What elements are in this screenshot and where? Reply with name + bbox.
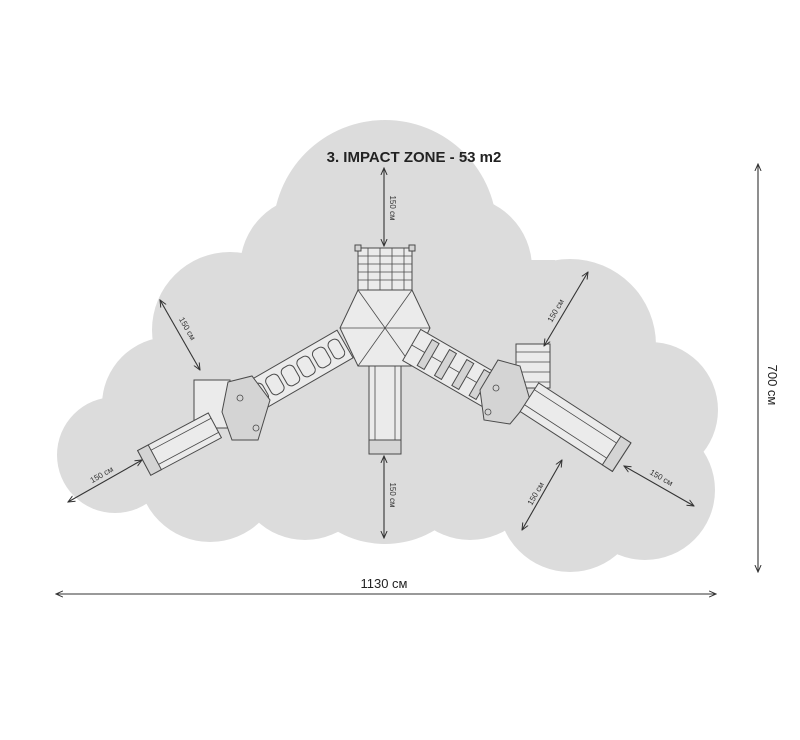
clearance-bottom: 150 см <box>384 456 397 538</box>
impact-zone-title: 3. IMPACT ZONE - 53 m2 <box>327 149 502 166</box>
total-width-dimension: 1130 см <box>56 576 716 594</box>
left-slide <box>136 412 223 476</box>
clearance-bottom-label: 150 см <box>388 482 397 507</box>
playground-structure <box>136 244 632 476</box>
right-slide <box>519 382 632 473</box>
top-net-climber <box>354 244 416 291</box>
total-height-dimension: 700 см <box>758 164 780 572</box>
total-width-label: 1130 см <box>360 576 407 591</box>
clearance-top-label: 150 см <box>388 195 397 220</box>
right-tower <box>479 343 551 425</box>
total-height-label: 700 см <box>765 365 780 406</box>
clearance-top: 150 см <box>384 168 397 246</box>
bottom-slide <box>368 365 402 455</box>
